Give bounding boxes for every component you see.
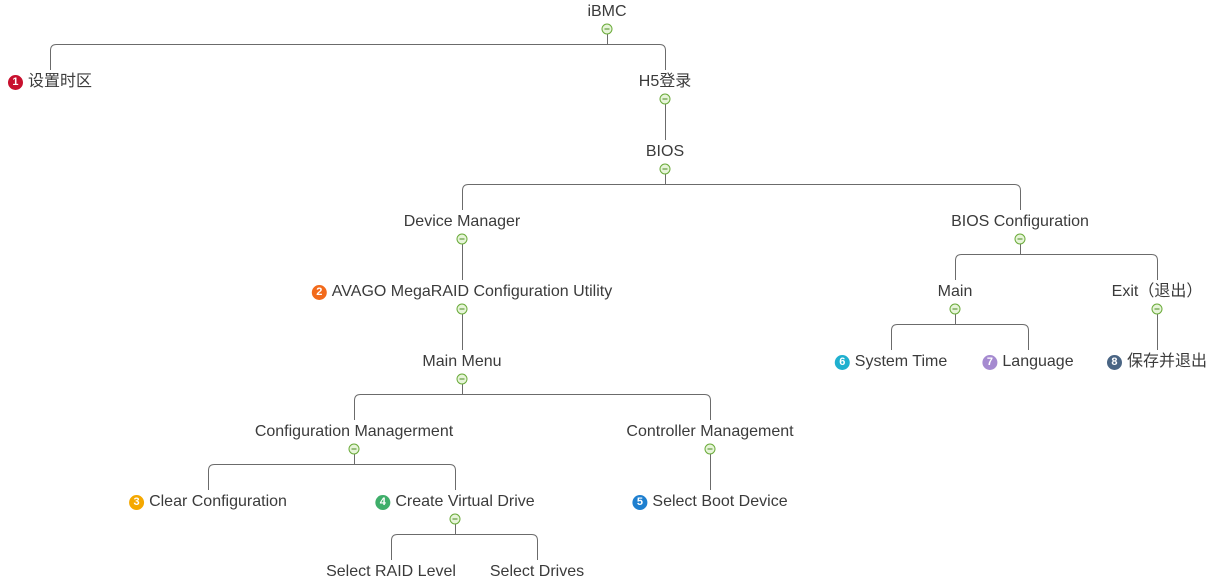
node-main[interactable]: Main xyxy=(938,282,973,302)
node-label: BIOS xyxy=(645,143,685,160)
node-label: BIOS Configuration xyxy=(951,213,1089,230)
node-h5[interactable]: H5登录 xyxy=(639,72,691,92)
collapse-toggle-icon[interactable] xyxy=(1151,303,1163,315)
node-label: Create Virtual Drive xyxy=(395,493,535,510)
collapse-toggle-icon[interactable] xyxy=(456,373,468,385)
collapse-toggle-icon[interactable] xyxy=(659,93,671,105)
connector-cfgmgmt-clear xyxy=(208,464,355,490)
priority-badge-icon: 7 xyxy=(982,354,998,370)
priority-badge-icon: 5 xyxy=(632,494,648,510)
connector-bioscfg-main xyxy=(955,254,1021,280)
collapse-toggle-icon[interactable] xyxy=(949,303,961,315)
node-label: 设置时区 xyxy=(27,73,93,90)
collapse-toggle-icon[interactable] xyxy=(456,303,468,315)
connector-bios-devmgr xyxy=(462,184,666,210)
node-label: AVAGO MegaRAID Configuration Utility xyxy=(331,283,613,300)
collapse-toggle-icon[interactable] xyxy=(348,443,360,455)
node-ctrlmgmt[interactable]: Controller Management xyxy=(626,422,793,442)
node-label: Select Boot Device xyxy=(652,493,788,510)
connector-bioscfg-exit xyxy=(1020,254,1158,280)
connector-ibmc-h5 xyxy=(607,44,666,70)
connector-mainmenu-cfgmgmt xyxy=(354,394,463,420)
node-label: Select RAID Level xyxy=(326,563,456,580)
node-devmgr[interactable]: Device Manager xyxy=(404,212,521,232)
collapse-toggle-icon[interactable] xyxy=(659,163,671,175)
node-label: Exit（退出） xyxy=(1111,283,1203,300)
connector-createvd-drives xyxy=(455,534,538,560)
connector-mainmenu-ctrlmgmt xyxy=(462,394,711,420)
node-label: 保存并退出 xyxy=(1126,353,1208,370)
node-ibmc[interactable]: iBMC xyxy=(587,2,626,22)
connector-cfgmgmt-createvd xyxy=(354,464,456,490)
connector-main-lang xyxy=(955,324,1029,350)
node-raidlvl[interactable]: Select RAID Level xyxy=(326,562,456,582)
priority-badge-icon: 3 xyxy=(129,494,145,510)
node-label: Select Drives xyxy=(489,563,585,580)
connector-createvd-raidlvl xyxy=(391,534,456,560)
collapse-toggle-icon[interactable] xyxy=(601,23,613,35)
node-cfgmgmt[interactable]: Configuration Managerment xyxy=(255,422,453,442)
collapse-toggle-icon[interactable] xyxy=(449,513,461,525)
node-mainmenu[interactable]: Main Menu xyxy=(422,352,501,372)
priority-badge-icon: 2 xyxy=(311,284,327,300)
node-exit[interactable]: Exit（退出） xyxy=(1112,282,1203,302)
node-drives[interactable]: Select Drives xyxy=(490,562,584,582)
connector-ibmc-tz xyxy=(50,44,608,70)
node-label: H5登录 xyxy=(638,73,692,90)
node-label: Language xyxy=(1002,353,1074,370)
node-label: Clear Configuration xyxy=(149,493,287,510)
connector-bios-bioscfg xyxy=(665,184,1021,210)
connector-main-systime xyxy=(891,324,956,350)
collapse-toggle-icon[interactable] xyxy=(704,443,716,455)
node-label: Controller Management xyxy=(626,423,794,440)
node-bioscfg[interactable]: BIOS Configuration xyxy=(951,212,1089,232)
priority-badge-icon: 1 xyxy=(7,74,23,90)
node-label: iBMC xyxy=(587,3,627,20)
priority-badge-icon: 8 xyxy=(1106,354,1122,370)
node-label: Main xyxy=(937,283,973,300)
priority-badge-icon: 4 xyxy=(375,494,391,510)
collapse-toggle-icon[interactable] xyxy=(1014,233,1026,245)
collapse-toggle-icon[interactable] xyxy=(456,233,468,245)
node-label: Main Menu xyxy=(422,353,502,370)
node-bios[interactable]: BIOS xyxy=(646,142,684,162)
node-label: Device Manager xyxy=(403,213,521,230)
node-label: Configuration Managerment xyxy=(254,423,454,440)
priority-badge-icon: 6 xyxy=(834,354,850,370)
node-label: System Time xyxy=(854,353,948,370)
